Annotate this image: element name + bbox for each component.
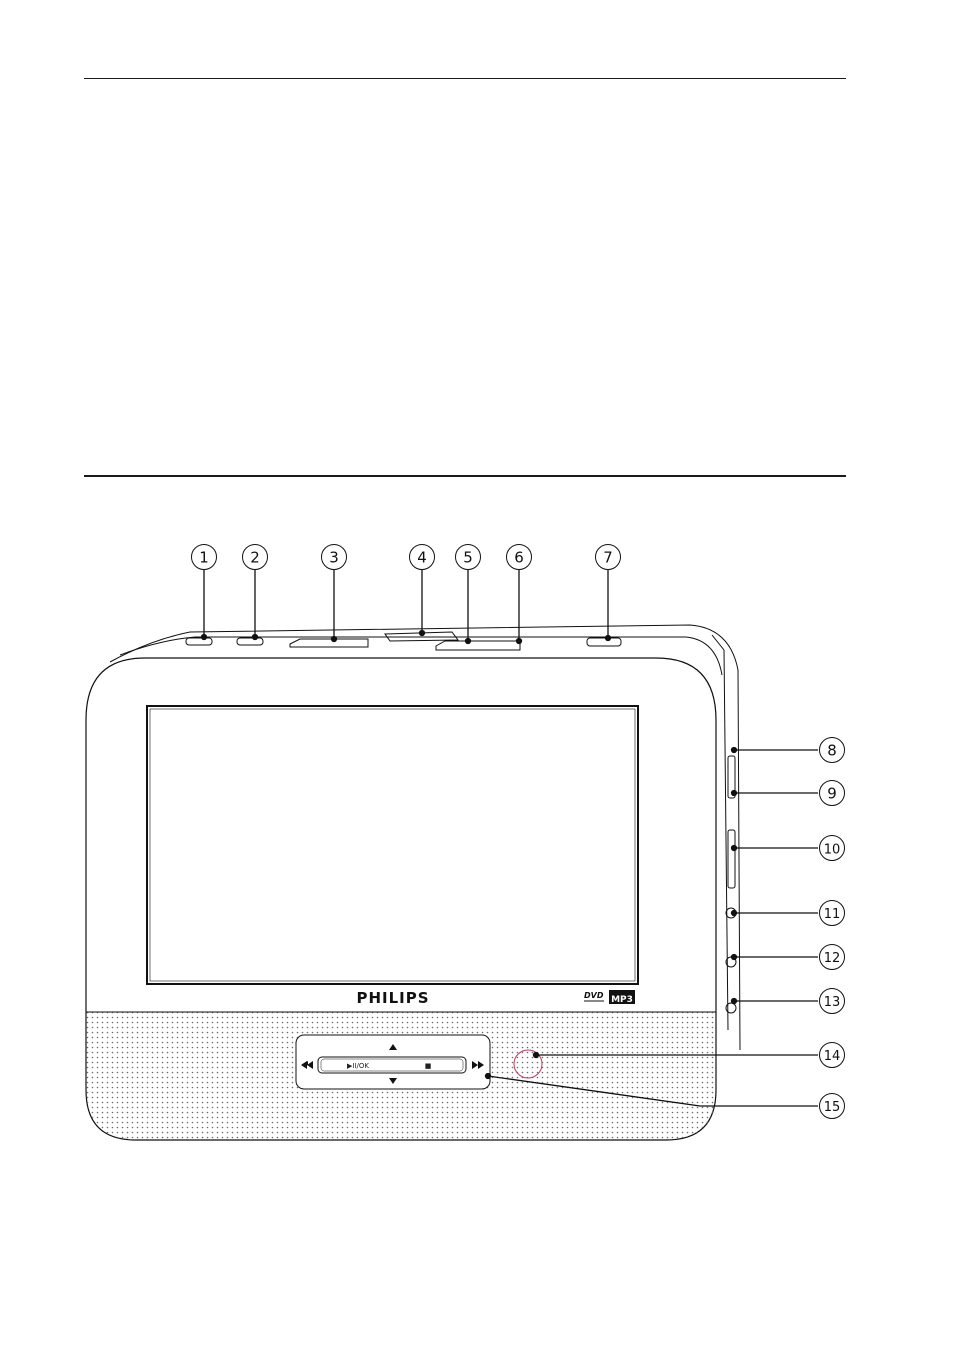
callout-2: 2 <box>243 545 268 570</box>
callout-14: 14 <box>820 1043 845 1068</box>
svg-text:3: 3 <box>329 549 339 567</box>
side-slider-10[interactable] <box>728 830 735 888</box>
callout-10: 10 <box>820 836 845 861</box>
svg-text:13: 13 <box>824 995 841 1010</box>
control-panel: ▶II/OK ■ <box>296 1035 490 1089</box>
stop-label: ■ <box>425 1062 432 1070</box>
svg-text:14: 14 <box>824 1049 841 1064</box>
svg-text:5: 5 <box>463 549 473 567</box>
callout-9: 9 <box>820 781 845 806</box>
svg-text:MP3: MP3 <box>611 995 633 1005</box>
callout-1: 1 <box>192 545 217 570</box>
callout-7: 7 <box>596 545 621 570</box>
svg-text:6: 6 <box>514 549 524 567</box>
top-slider-3[interactable] <box>290 639 368 647</box>
dvd-logo: DVD <box>584 991 604 1001</box>
svg-text:9: 9 <box>827 785 837 803</box>
top-button-2[interactable] <box>237 638 263 645</box>
svg-text:7: 7 <box>603 549 613 567</box>
callout-6: 6 <box>507 545 532 570</box>
play-ok-label: ▶II/OK <box>347 1062 369 1070</box>
top-buttons <box>186 632 621 650</box>
callout-12: 12 <box>820 945 845 970</box>
svg-text:11: 11 <box>824 907 841 922</box>
lcd-screen <box>147 706 638 984</box>
callout-8: 8 <box>820 738 845 763</box>
svg-text:DVD: DVD <box>584 991 604 1000</box>
svg-text:15: 15 <box>824 1100 841 1115</box>
svg-text:12: 12 <box>824 951 841 966</box>
callout-5: 5 <box>456 545 481 570</box>
top-button-1[interactable] <box>186 638 212 645</box>
top-button-7[interactable] <box>587 638 621 646</box>
callout-11: 11 <box>820 901 845 926</box>
callout-13: 13 <box>820 989 845 1014</box>
svg-text:8: 8 <box>827 742 837 760</box>
mp3-logo: MP3 <box>609 990 635 1005</box>
svg-text:2: 2 <box>250 549 260 567</box>
brand-logo: PHILIPS <box>356 989 429 1007</box>
callout-3: 3 <box>322 545 347 570</box>
callout-15: 15 <box>820 1094 845 1119</box>
callout-4: 4 <box>410 545 435 570</box>
svg-text:10: 10 <box>824 843 841 858</box>
svg-text:4: 4 <box>417 549 427 567</box>
top-rocker-5-6[interactable] <box>436 641 520 650</box>
svg-text:1: 1 <box>199 549 209 567</box>
play-stop-bar[interactable] <box>318 1057 466 1073</box>
